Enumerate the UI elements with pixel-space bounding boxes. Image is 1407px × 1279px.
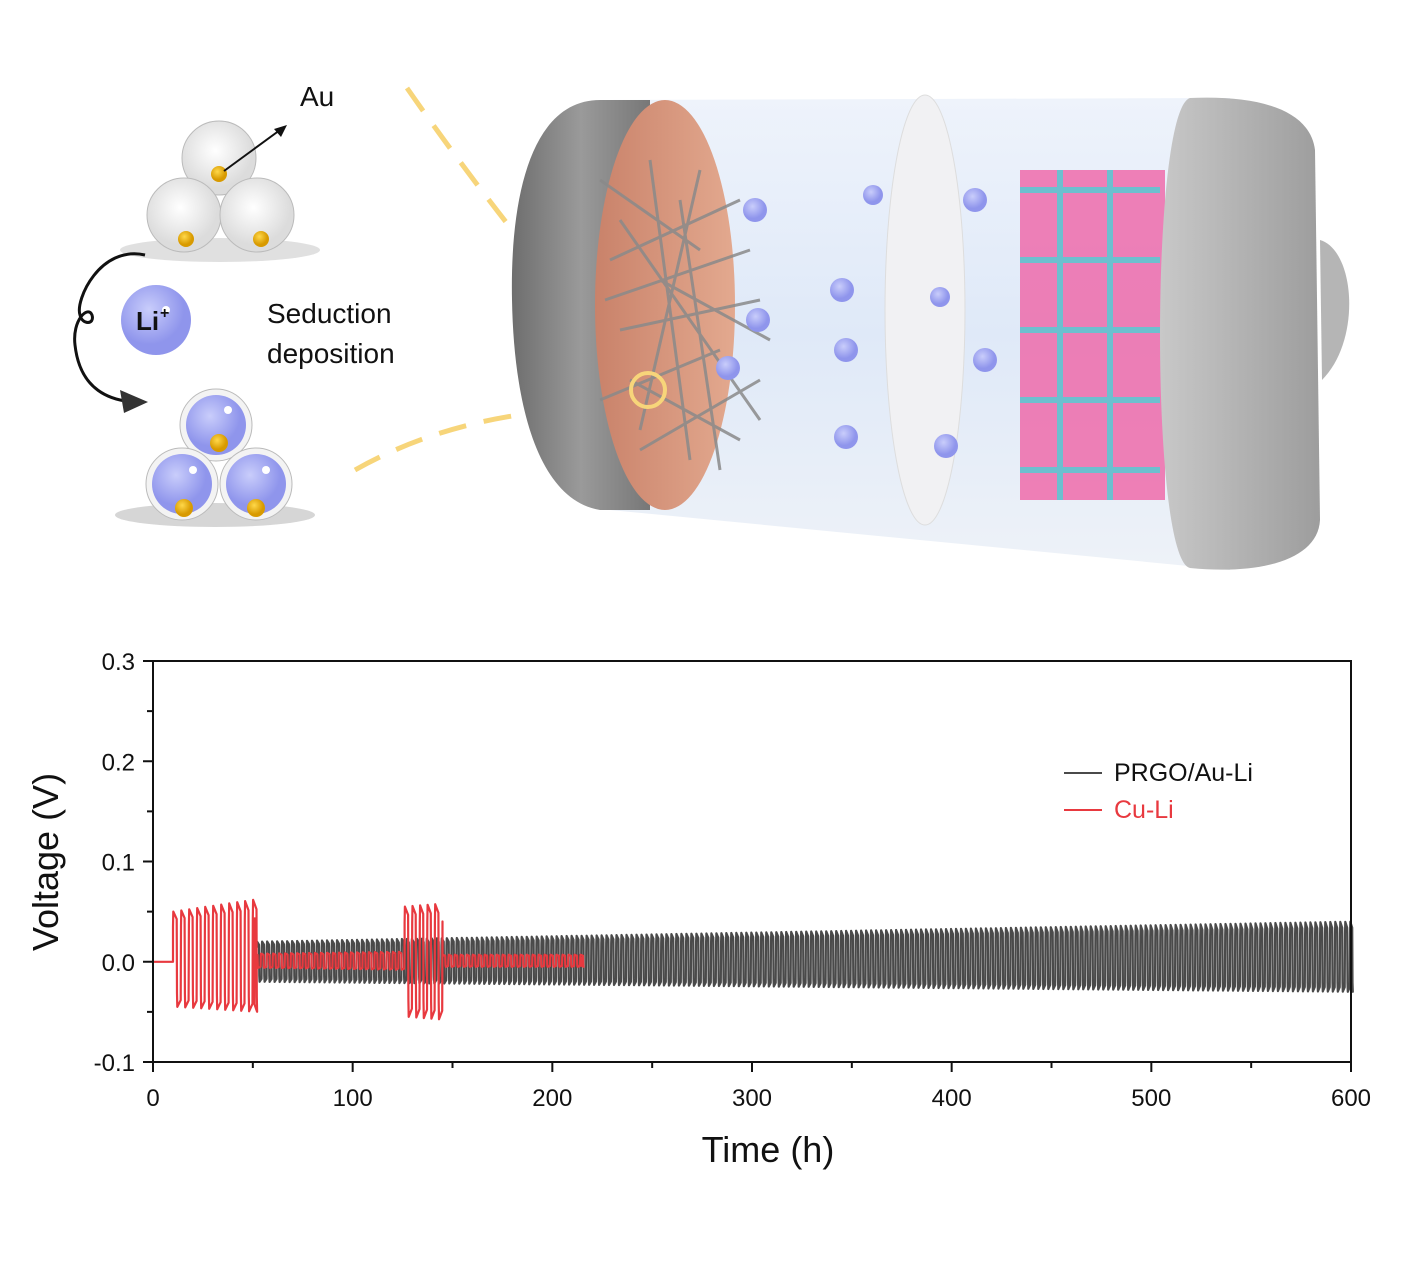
y-tick-label: 0.1	[102, 850, 135, 877]
au-seed-spheres	[120, 120, 320, 262]
plot-frame	[152, 660, 1352, 1063]
copper-current-collector	[595, 100, 735, 510]
battery-illustration: Au Li + Seduction deposition	[73, 81, 1350, 570]
li-ion	[121, 285, 191, 355]
legend: PRGO/Au-Li Cu-Li	[1064, 759, 1253, 824]
x-axis-label: Time (h)	[702, 1129, 835, 1170]
right-cap	[1160, 97, 1320, 570]
y-tick-label: -0.1	[94, 1050, 135, 1077]
y-axis-label: Voltage (V)	[25, 773, 66, 951]
curved-arrow	[73, 252, 146, 404]
cathode-crystals	[1020, 170, 1165, 500]
li-label: Li	[136, 306, 159, 336]
lithiated-spheres	[115, 388, 315, 527]
separator	[884, 94, 966, 526]
li-ions-in-electrolyte	[716, 185, 997, 458]
x-tick-label: 400	[932, 1085, 972, 1112]
series-line-cu-li	[153, 898, 585, 1021]
x-tick-label: 200	[532, 1085, 572, 1112]
y-tick-label: 0.3	[102, 649, 135, 676]
au-label: Au	[300, 81, 334, 112]
legend-label-cu: Cu-Li	[1114, 796, 1174, 824]
voltage-chart: 0 100 200 300 400 500 600 -0.1 0.0 0.1 0.2 0.3 PRGO…	[25, 649, 1371, 1170]
y-tick-label: 0.0	[102, 950, 135, 977]
li-charge: +	[160, 305, 169, 322]
process-label-line1: Seduction	[267, 298, 392, 329]
prgo-network	[599, 159, 771, 471]
arrow-head	[120, 390, 148, 413]
x-tick-label: 500	[1131, 1085, 1171, 1112]
x-tick-label: 600	[1331, 1085, 1371, 1112]
x-tick-label: 300	[732, 1085, 772, 1112]
series-line-prgo-au-li	[255, 920, 1354, 993]
x-tick-label: 100	[333, 1085, 373, 1112]
legend-label-prgo: PRGO/Au-Li	[1114, 759, 1253, 787]
x-tick-label: 0	[146, 1085, 159, 1112]
y-tick-label: 0.2	[102, 749, 135, 776]
process-label-line2: deposition	[267, 338, 395, 369]
